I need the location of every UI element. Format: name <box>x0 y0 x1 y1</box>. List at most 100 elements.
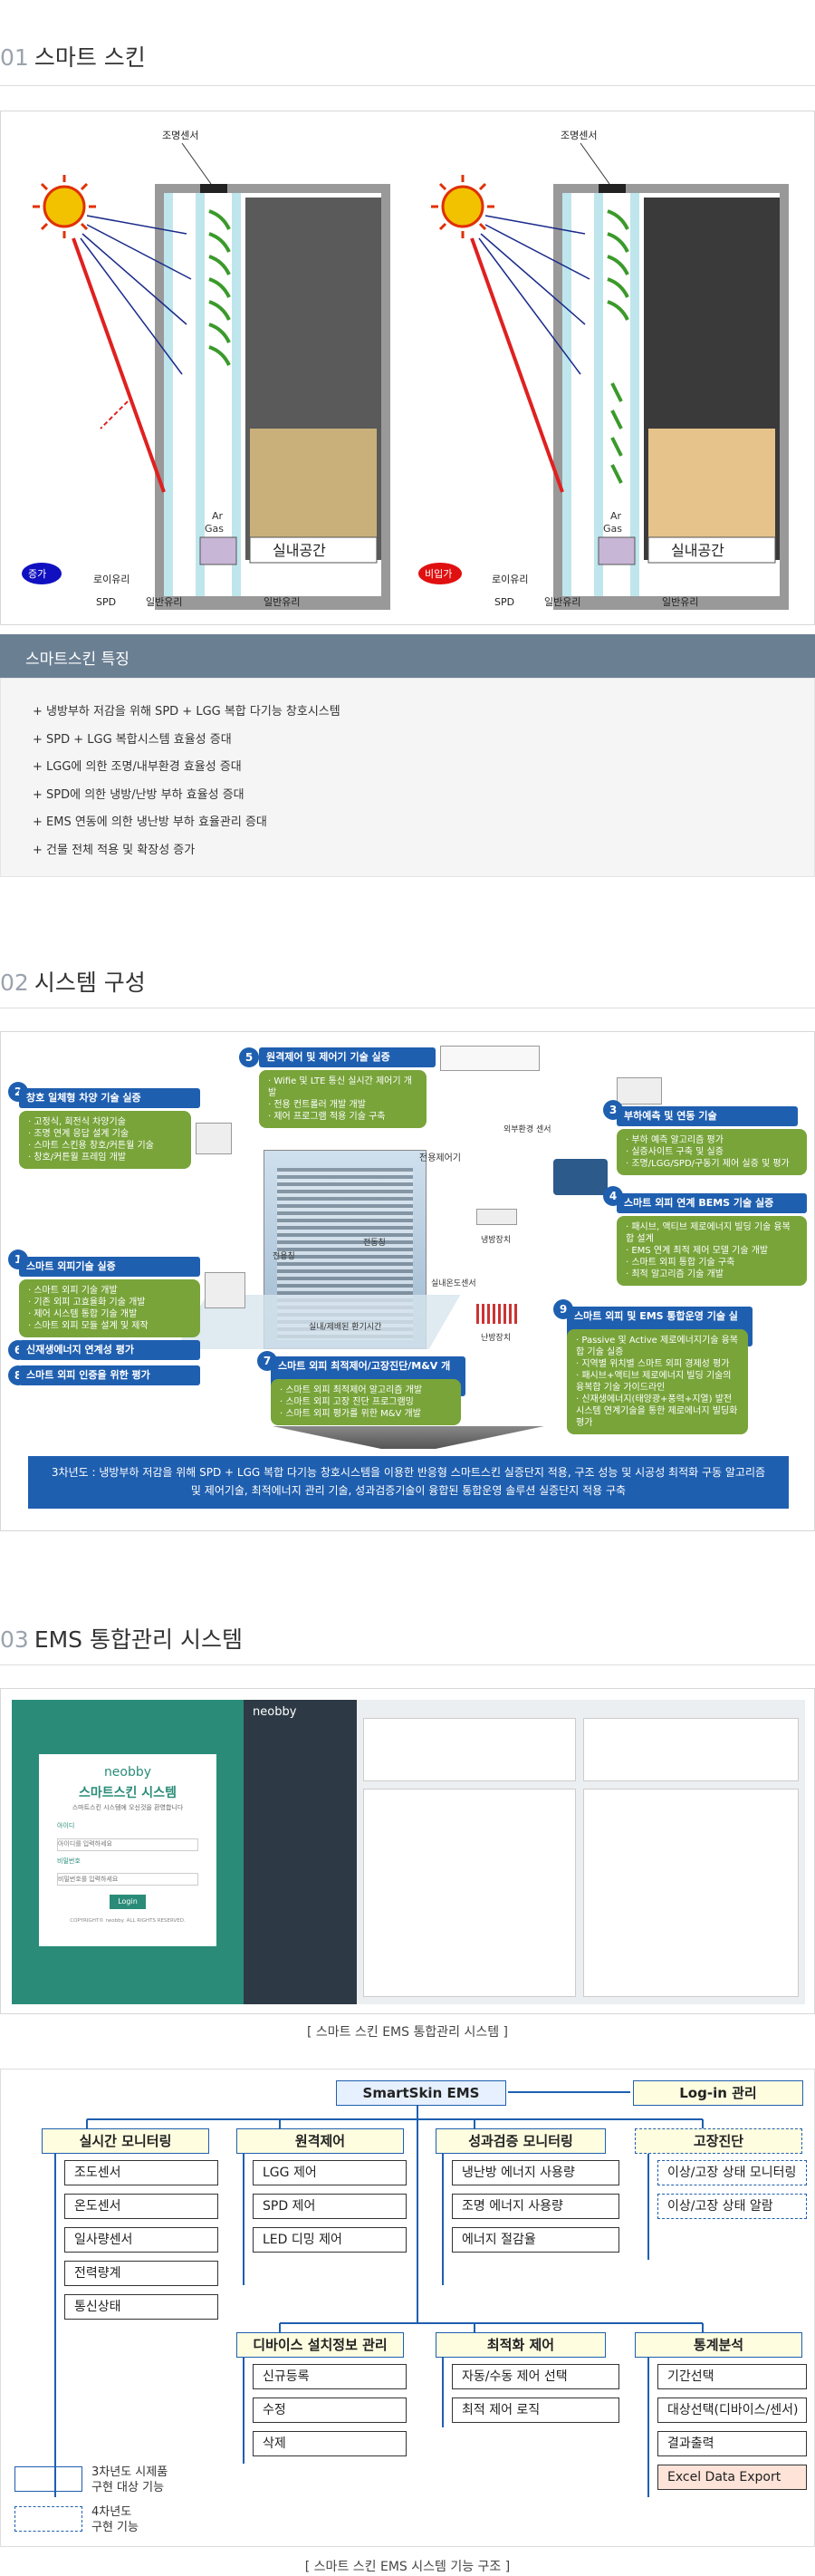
list-item: 최적 알고리즘 기술 개발 <box>626 1269 798 1280</box>
tree-item: 기간선택 <box>657 2364 807 2389</box>
svg-text:SPD: SPD <box>494 596 514 608</box>
copyright: COPYRIGHT© neobby. ALL RIGHTS RESERVED. <box>70 1918 186 1924</box>
tree-group-head: 디바이스 설치정보 관리 <box>236 2332 404 2358</box>
svg-text:일반유리: 일반유리 <box>544 595 580 608</box>
divider <box>0 85 815 86</box>
legend-dashed-label: 4차년도 구현 기능 <box>91 2505 139 2534</box>
tree-item: 조명 에너지 사용량 <box>452 2194 619 2219</box>
smart-skin-diagram-panel: Ar Gas 실내공간 조명센서 증가 <box>0 111 815 625</box>
login-title: 스마트스킨 시스템 <box>79 1786 177 1800</box>
tree-group-head: 원격제어 <box>236 2128 404 2154</box>
sidebar-brand: neobby <box>253 1705 297 1719</box>
tree-item: 온도센서 <box>64 2194 218 2219</box>
tree-item: 신규등록 <box>253 2364 407 2389</box>
system-config-panel: 전용제어기 외부환경 센서 냉방장치 난방장치 실내온도센서 실내/제배된 환기… <box>0 1031 815 1531</box>
divider <box>0 1664 815 1665</box>
svg-text:증가: 증가 <box>28 568 46 580</box>
b3-list: 부하 예측 알고리즘 평가실증사이트 구축 및 실증조명/LGG/SPD/구동기… <box>617 1129 807 1175</box>
svg-text:조명센서: 조명센서 <box>561 130 597 141</box>
component-label: 전용칭 <box>273 1252 295 1261</box>
tree-group-head: 최적화 제어 <box>436 2332 606 2358</box>
tree-item: 냉난방 에너지 사용량 <box>452 2160 619 2185</box>
svg-text:로이유리: 로이유리 <box>492 574 528 585</box>
login-screen: neobby 스마트스킨 시스템 스마트스킨 시스템에 오신것을 환영합니다 아… <box>12 1700 244 2004</box>
tree-item: 자동/수동 제어 선택 <box>452 2364 619 2389</box>
login-card: neobby 스마트스킨 시스템 스마트스킨 시스템에 오신것을 환영합니다 아… <box>39 1754 216 1946</box>
heating-label: 난방장치 <box>481 1334 512 1343</box>
list-item: 조명/LGG/SPD/구동기 제어 실증 및 평가 <box>626 1158 798 1170</box>
computer-icon <box>553 1159 608 1195</box>
svg-text:Ar: Ar <box>212 510 224 522</box>
indoor-sensor-label: 실내온도센서 <box>431 1279 476 1288</box>
tree-item: 이상/고장 상태 알람 <box>657 2194 807 2219</box>
legend-solid-label: 3차년도 시제품 구현 대상 기능 <box>91 2465 168 2494</box>
tree-item: 에너지 절감율 <box>452 2227 619 2253</box>
monitor-icon <box>617 1077 662 1105</box>
tree-item: 전력량계 <box>64 2261 218 2286</box>
tree-item: 최적 제어 로직 <box>452 2398 619 2423</box>
chart-card <box>583 1789 799 1997</box>
step-5-badge: 5 <box>239 1047 259 1067</box>
brand-logo: neobby <box>103 1765 152 1780</box>
ems-screenshot-panel: neobby 스마트스킨 시스템 스마트스킨 시스템에 오신것을 환영합니다 아… <box>0 1688 815 2014</box>
svg-text:일반유리: 일반유리 <box>662 595 698 608</box>
down-arrow-icon <box>273 1426 544 1449</box>
list-item: 스마트 외피 통합 기술 구축 <box>626 1257 798 1269</box>
tree-item: 결과출력 <box>657 2431 807 2456</box>
list-item: 스마트 외피 평가를 위한 M&V 개발 <box>280 1408 452 1420</box>
b4-list: 패시브, 액티브 제로에너지 빌딩 기술 융복합 설계EMS 연계 최적 제어 … <box>617 1216 807 1286</box>
list-item: 전용 컨트롤러 개발 개발 <box>268 1099 417 1111</box>
tree-item: 일사량센서 <box>64 2227 218 2253</box>
tree-group-head: 실시간 모니터링 <box>42 2128 209 2154</box>
chart-card <box>583 1718 799 1781</box>
cooling-label: 냉방장치 <box>481 1236 512 1245</box>
list-item: Wifie 및 LTE 통신 실시간 제어기 개발 <box>268 1076 417 1099</box>
list-item: Passive 및 Active 제로에너지기술 융복합 기술 실증 <box>576 1335 739 1358</box>
feature-item: + 건물 전체 적용 및 확장성 증가 <box>33 843 196 857</box>
b5-list: Wifie 및 LTE 통신 실시간 제어기 개발전용 컨트롤러 개발 개발제어… <box>259 1070 427 1128</box>
svg-text:실내공간: 실내공간 <box>273 542 326 559</box>
password-label: 비밀번호 <box>57 1857 81 1865</box>
password-input[interactable] <box>57 1873 198 1886</box>
legend-dashed-box <box>14 2506 82 2532</box>
b2-title: 창호 일체형 차양 기술 실증 <box>19 1088 200 1108</box>
login-button[interactable]: Login <box>110 1895 146 1909</box>
summary-banner: 3차년도 : 냉방부하 저감을 위해 SPD + LGG 복합 다기능 창호시스… <box>28 1456 789 1509</box>
id-input[interactable] <box>57 1838 198 1851</box>
controller-label: 전용제어기 <box>419 1153 461 1163</box>
features-header-bar: 스마트스킨 특징 <box>0 634 815 678</box>
svg-text:Gas: Gas <box>603 523 622 535</box>
list-item: 스마트 외피 최적제어 알고리즘 개발 <box>280 1384 452 1396</box>
heater-icon <box>476 1304 517 1324</box>
feature-item: + LGG에 의한 조명/내부환경 효율성 증대 <box>33 760 242 774</box>
svg-text:SPD: SPD <box>96 596 116 608</box>
svg-text:로이유리: 로이유리 <box>93 574 129 585</box>
tree-connectors <box>54 2091 704 2497</box>
b1-title: 스마트 외피기술 실증 <box>19 1257 200 1277</box>
tree-item: LGG 제어 <box>253 2160 407 2185</box>
tree-item: LED 디밍 제어 <box>253 2227 407 2253</box>
svg-text:Gas: Gas <box>205 523 224 535</box>
caption-ems-screen: [ 스마트 스킨 EMS 통합관리 시스템 ] <box>307 2025 508 2040</box>
list-item: 신재생에너지(태양광+풍력+지열) 발전시스템 연계기술을 통한 제로에너지 빌… <box>576 1394 739 1429</box>
dashboard-sidebar: neobby <box>244 1700 357 2004</box>
svg-text:Ar: Ar <box>610 510 622 522</box>
b6-title: 신재생에너지 연계성 평가 <box>19 1340 200 1360</box>
list-item: 스마트 외피 모듈 설계 및 제작 <box>28 1320 191 1332</box>
b3-title: 부하예측 및 연동 기술 <box>617 1106 798 1126</box>
list-item: 제어 프로그램 적용 기술 구축 <box>268 1111 417 1123</box>
list-item: 지역별 위치별 스마트 외피 경제성 평가 <box>576 1358 739 1370</box>
feature-item: + EMS 연동에 의한 냉난방 부하 효율관리 증대 <box>33 815 267 829</box>
tree-item: 통신상태 <box>64 2294 218 2320</box>
cooling-unit-icon <box>476 1209 517 1225</box>
tree-item: 조도센서 <box>64 2160 218 2185</box>
tree-item: 대상선택(디바이스/센서) <box>657 2398 807 2423</box>
svg-text:일반유리: 일반유리 <box>264 595 300 608</box>
tree-item: 삭제 <box>253 2431 407 2456</box>
svg-text:비입가: 비입가 <box>425 568 452 580</box>
tree-group-head: 고장진단 <box>635 2128 802 2154</box>
list-item: 기존 외피 고효율화 기술 개발 <box>28 1297 191 1308</box>
svg-text:일반유리: 일반유리 <box>146 595 182 608</box>
list-item: 부하 예측 알고리즘 평가 <box>626 1134 798 1146</box>
